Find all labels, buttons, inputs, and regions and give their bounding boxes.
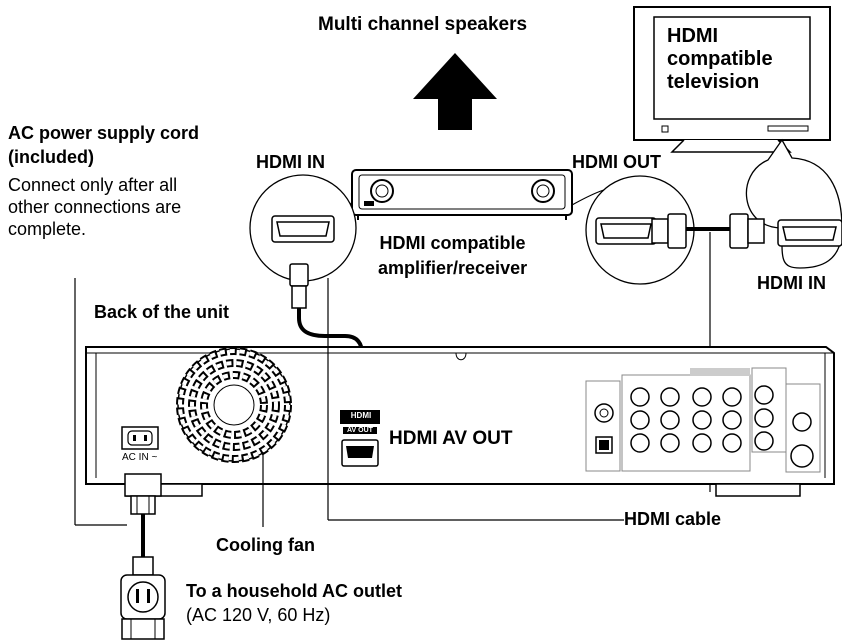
amplifier (351, 169, 573, 220)
power-cord (120, 473, 166, 640)
tv-label-line1: HDMI (667, 25, 719, 47)
ac-cord-note-line2: other connections are (8, 197, 182, 217)
amp-hdmi-out-callout (571, 175, 765, 285)
tv-label: HDMI compatible television (667, 25, 773, 94)
cooling-fan (176, 347, 292, 463)
ac-cord-title-line2: (included) (8, 147, 94, 167)
amplifier-label-line1: HDMI compatible (379, 233, 526, 253)
tv-label-line3: television (667, 71, 760, 93)
tv-label-line2: compatible (667, 48, 773, 70)
hdmi-out-label: HDMI OUT (572, 152, 661, 172)
back-of-unit-label: Back of the unit (94, 302, 230, 322)
ac-cord-title-line1: AC power supply cord (8, 123, 200, 143)
outlet-title: To a household AC outlet (186, 581, 402, 601)
amplifier-label: HDMI compatible amplifier/receiver (378, 231, 527, 281)
speaker-arrow (413, 53, 497, 130)
tv-hdmi-in-callout (745, 138, 842, 269)
ac-in-text: AC IN (122, 452, 149, 463)
hdmi-in-left-label: HDMI IN (256, 152, 325, 172)
hdmi-in-right-label: HDMI IN (757, 273, 826, 293)
ac-cord-note-line3: complete. (8, 219, 87, 239)
hdmi-cable-label: HDMI cable (624, 509, 722, 529)
av-out-tag: AV OUT (343, 427, 377, 434)
hdmi-av-out-label: HDMI AV OUT (389, 428, 513, 449)
television (633, 6, 831, 153)
connector-panel (585, 367, 821, 473)
outlet-spec: (AC 120 V, 60 Hz) (186, 605, 331, 625)
ac-cord-title: AC power supply cord (included) (8, 121, 199, 169)
cooling-fan-label: Cooling fan (216, 535, 315, 555)
speakers-label: Multi channel speakers (318, 14, 528, 35)
amplifier-label-line2: amplifier/receiver (378, 258, 528, 278)
ac-cord-note: Connect only after all other connections… (8, 174, 181, 240)
ac-in-socket (121, 426, 159, 450)
hdmi-logo-text: HDMI (350, 411, 372, 420)
amp-hdmi-in-callout (249, 174, 357, 282)
unit-hdmi-port (340, 410, 380, 467)
ac-in-label: AC IN ~ (122, 452, 158, 463)
ac-cord-note-line1: Connect only after all (8, 175, 178, 195)
